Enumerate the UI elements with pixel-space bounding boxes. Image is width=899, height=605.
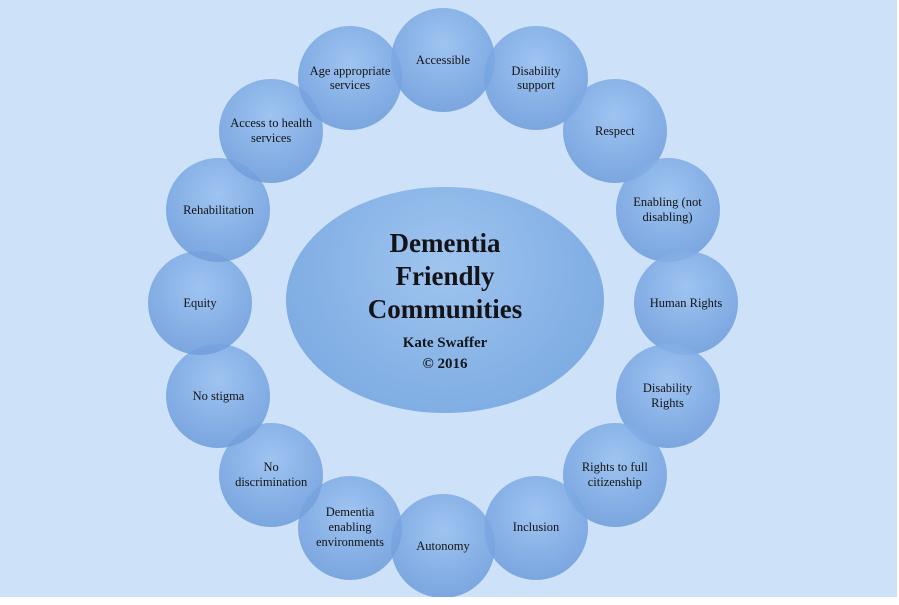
ring-circle-label: Inclusion bbox=[512, 520, 560, 535]
ring-circle: Accessible bbox=[391, 8, 495, 112]
ring-circle: Disability support bbox=[483, 26, 588, 131]
ring-circle: Equity bbox=[148, 251, 252, 355]
ring-circle-label: Disability support bbox=[511, 63, 561, 93]
ring-circle-label: Autonomy bbox=[416, 538, 470, 553]
ring-circle-label: Human Rights bbox=[649, 295, 723, 310]
ring-circle-label: No stigma bbox=[192, 388, 245, 403]
ring-circle: Human Rights bbox=[634, 251, 738, 355]
ring-circle-label: Enabling (not disabling) bbox=[633, 195, 702, 224]
ring-circle: Enabling (not disabling) bbox=[615, 158, 720, 262]
author-name: Kate Swaffer bbox=[402, 334, 488, 351]
ring-circle: No stigma bbox=[166, 343, 271, 448]
ring-circle-label: Disability Rights bbox=[642, 381, 693, 410]
center-ellipse: Dementia Friendly Communities Kate Swaff… bbox=[286, 187, 604, 413]
bottom-strip bbox=[0, 597, 899, 605]
diagram-title: Dementia Friendly Communities bbox=[367, 228, 523, 324]
ring-circle-label: Dementia enabling environments bbox=[315, 505, 385, 549]
ring-circle-label: Age appropriate services bbox=[309, 63, 391, 93]
ring-circle: Autonomy bbox=[391, 494, 495, 598]
ring-circle-label: Respect bbox=[595, 123, 635, 138]
ring-circle: Age appropriate services bbox=[298, 26, 402, 131]
ring-circle: Inclusion bbox=[483, 475, 588, 580]
ring-circle-label: Rights to full citizenship bbox=[581, 460, 648, 489]
ring-circle-label: Rehabilitation bbox=[183, 202, 254, 217]
ring-circle-label: No discrimination bbox=[235, 460, 308, 489]
ring-circle-label: Accessible bbox=[415, 52, 471, 67]
ring-circle-label: Equity bbox=[183, 295, 217, 310]
copyright-text: © 2016 bbox=[422, 355, 468, 372]
ring-circle-label: Access to health services bbox=[230, 116, 313, 146]
